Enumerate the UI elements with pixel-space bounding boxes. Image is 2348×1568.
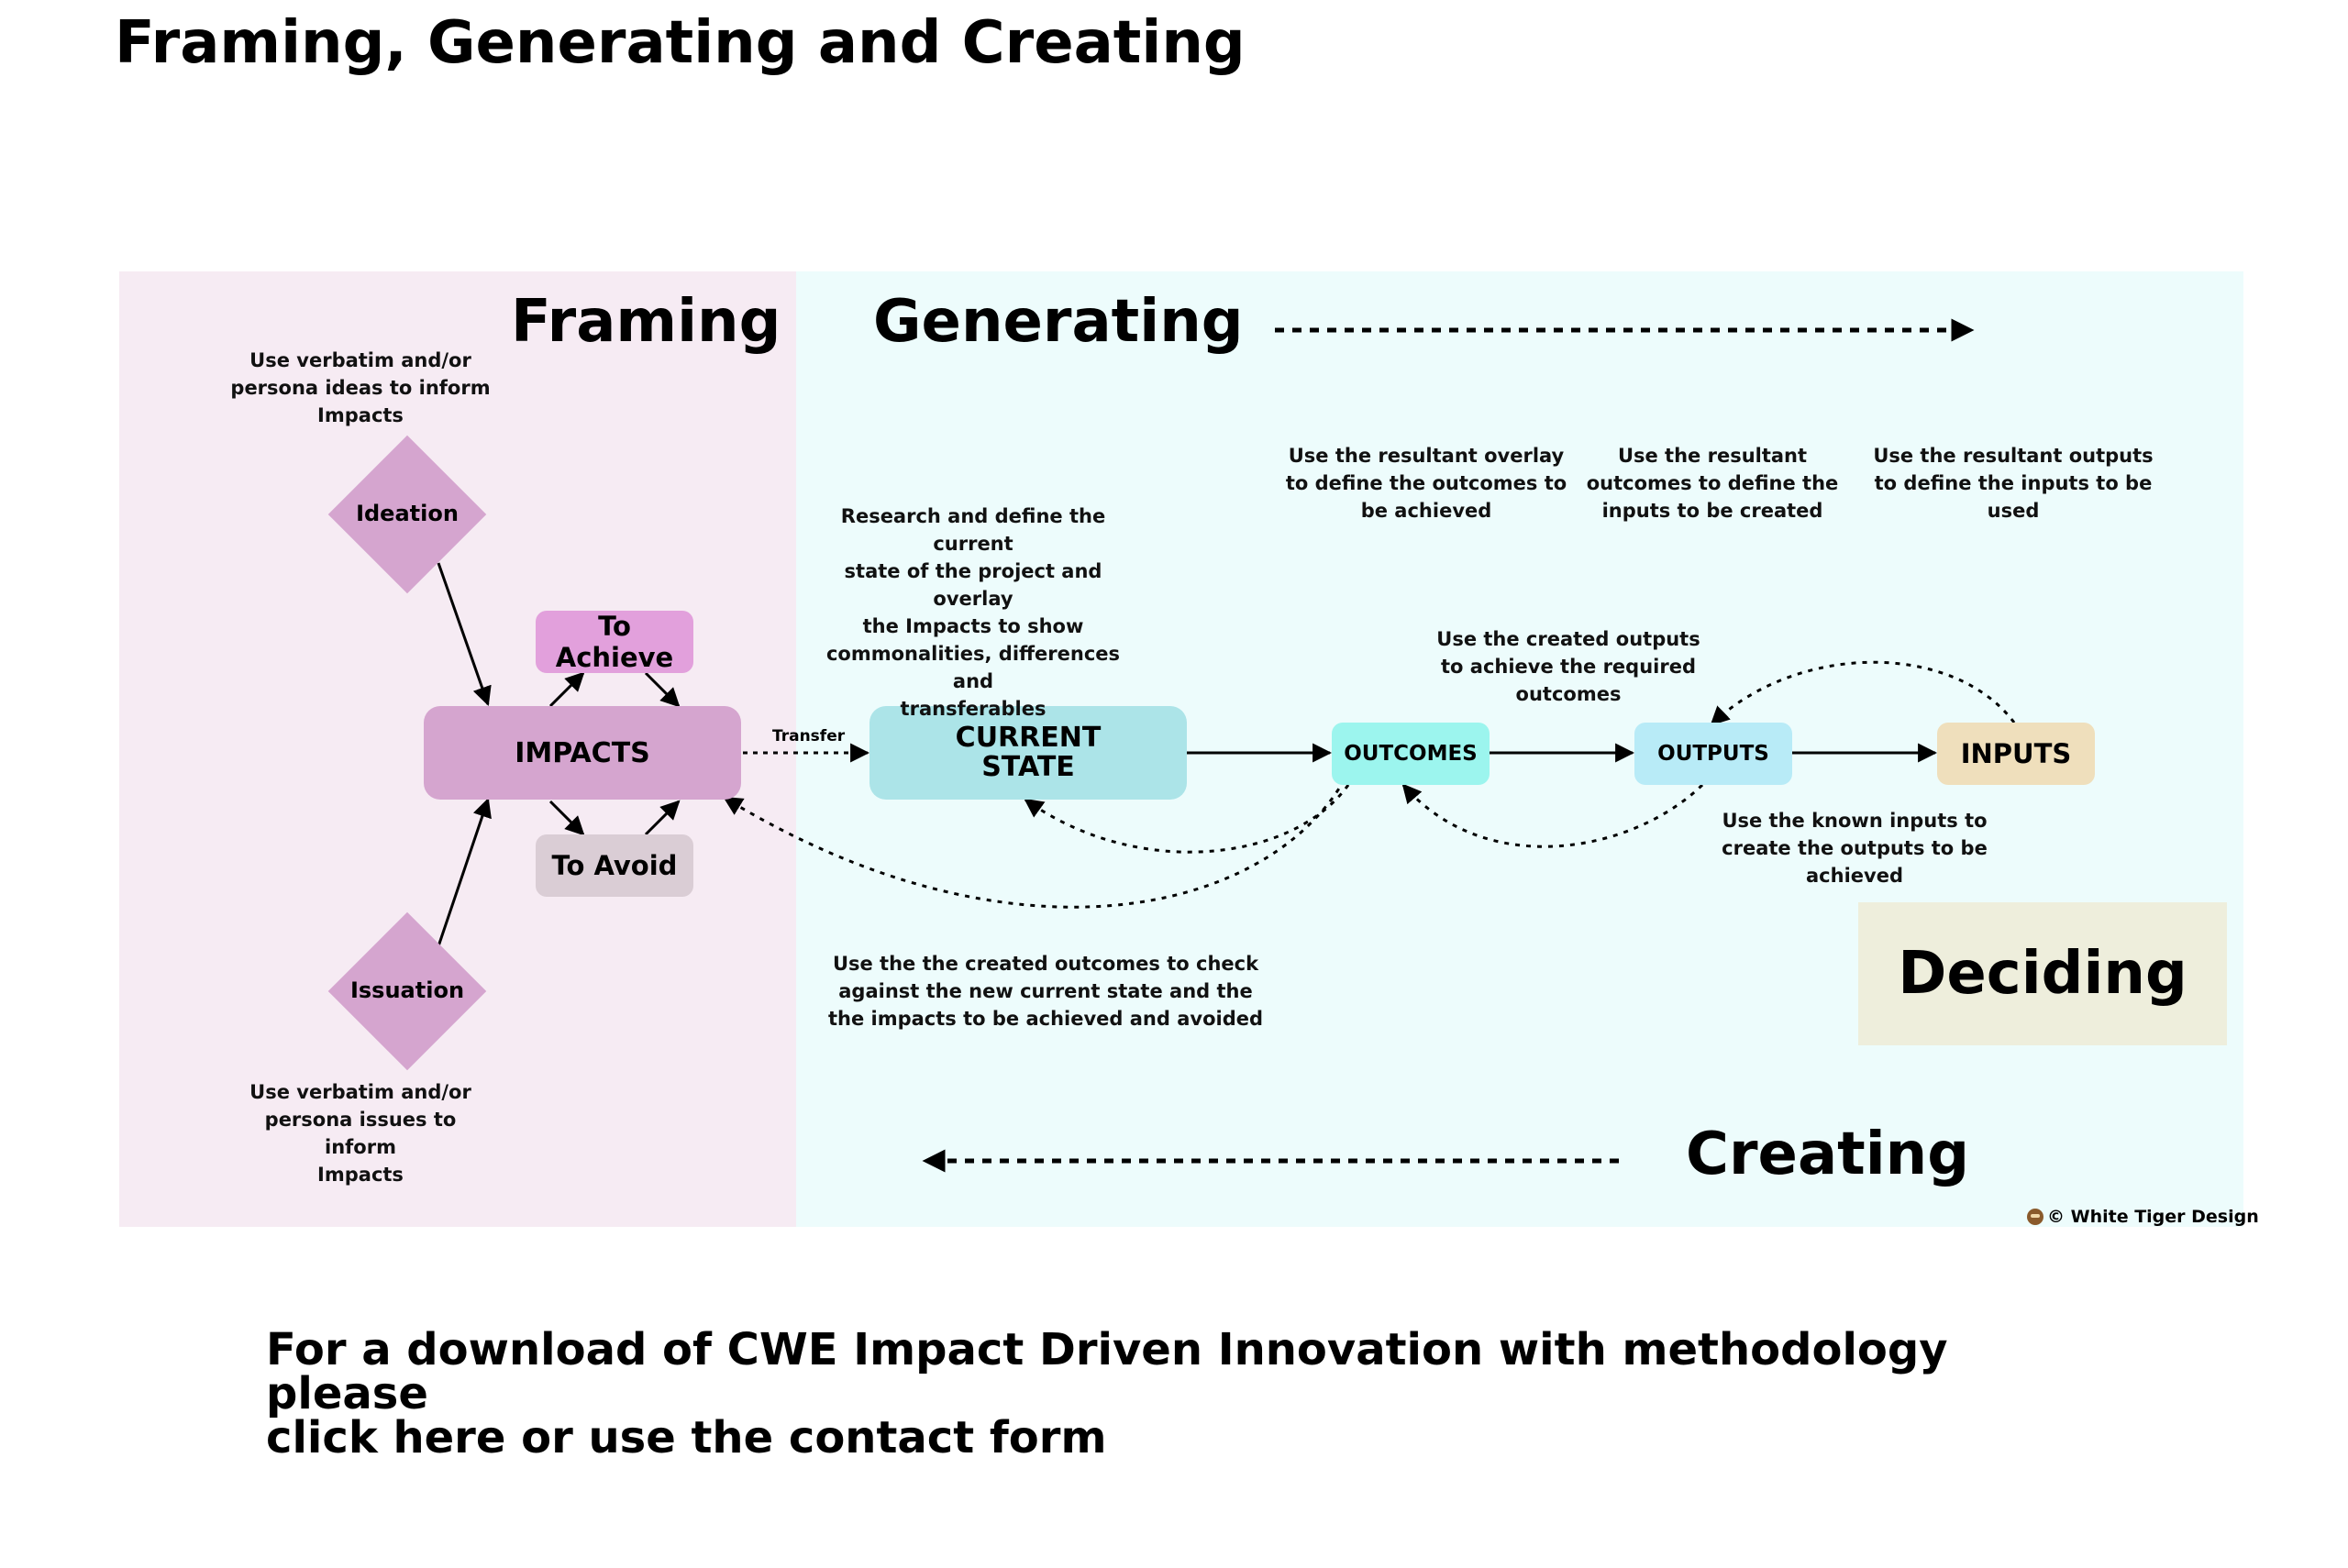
current-state-note-line: the Impacts to show (862, 615, 1084, 637)
ideation-note-line: Use verbatim and/or (249, 349, 471, 371)
issuation-note-line: persona issues to inform (264, 1109, 457, 1158)
footer-line: click here or use the contact form (266, 1412, 1107, 1463)
inputs-note-line: to define the inputs to be (1874, 472, 2153, 494)
deciding-title: Deciding (1858, 902, 2227, 1045)
to-avoid-box: To Avoid (536, 834, 693, 897)
outputs-note: Use the resultant outcomes to define the… (1570, 442, 1855, 525)
current-state-note-line: state of the project and overlay (844, 560, 1102, 610)
current-state-note-line: Research and define the current (840, 505, 1106, 555)
outputs-box: OUTPUTS (1634, 723, 1792, 785)
created-outputs-note-line: to achieve the required (1441, 656, 1696, 678)
impacts-box: IMPACTS (424, 706, 741, 800)
to-achieve-label: To Achieve (555, 611, 674, 673)
generating-title: Generating (873, 288, 1244, 356)
page-title: Framing, Generating and Creating (115, 9, 1246, 77)
creating-title: Creating (1686, 1121, 1970, 1188)
current-state-label-line1: CURRENT (955, 722, 1102, 754)
outputs-note-line: inputs to be created (1601, 500, 1823, 522)
created-outputs-note-line: Use the created outputs (1436, 628, 1700, 650)
known-inputs-note: Use the known inputs to create the outpu… (1717, 807, 1992, 889)
current-state-label-line2: STATE (981, 751, 1075, 783)
inputs-note-line: Use the resultant outputs (1873, 445, 2154, 467)
current-state-note-line: commonalities, differences and (825, 643, 1121, 692)
outcomes-note-line: be achieved (1360, 500, 1492, 522)
inputs-note-line: used (1987, 500, 2040, 522)
check-outcomes-note: Use the the created outcomes to check ag… (825, 950, 1266, 1032)
to-avoid-label: To Avoid (551, 850, 678, 881)
outcomes-note-line: Use the resultant overlay (1288, 445, 1565, 467)
framing-title: Framing (511, 288, 781, 356)
current-state-note-line: transferables (900, 698, 1047, 720)
check-outcomes-note-line: Use the the created outcomes to check (832, 953, 1259, 975)
issuation-note-line: Impacts (317, 1164, 404, 1186)
outputs-label: OUTPUTS (1657, 742, 1769, 766)
ideation-note-line: Impacts (317, 404, 404, 426)
issuation-note-line: Use verbatim and/or (249, 1081, 471, 1103)
tiger-logo-icon (2027, 1209, 2043, 1225)
outcomes-note: Use the resultant overlay to define the … (1284, 442, 1568, 525)
issuation-label: Issuation (349, 977, 465, 1003)
created-outputs-note-line: outcomes (1515, 683, 1622, 705)
inputs-box: INPUTS (1937, 723, 2095, 785)
impacts-label: IMPACTS (515, 736, 650, 769)
inputs-label: INPUTS (1960, 738, 2072, 769)
footer-line: For a download of CWE Impact Driven Inno… (266, 1324, 1948, 1419)
issuation-note: Use verbatim and/or persona issues to in… (227, 1078, 493, 1188)
outputs-note-line: outcomes to define the (1586, 472, 1839, 494)
known-inputs-note-line: achieved (1806, 865, 1903, 887)
transfer-label: Transfer (772, 727, 846, 745)
created-outputs-note: Use the created outputs to achieve the r… (1431, 625, 1706, 708)
known-inputs-note-line: Use the known inputs to (1722, 810, 1988, 832)
to-achieve-box: To Achieve (536, 611, 693, 673)
inputs-note: Use the resultant outputs to define the … (1871, 442, 2155, 525)
known-inputs-note-line: create the outputs to be (1722, 837, 1988, 859)
current-state-note: Research and define the current state of… (803, 502, 1143, 723)
copyright: © White Tiger Design (2027, 1207, 2259, 1227)
outcomes-box: OUTCOMES (1332, 723, 1490, 785)
outputs-note-line: Use the resultant (1617, 445, 1808, 467)
outcomes-note-line: to define the outcomes to (1285, 472, 1567, 494)
check-outcomes-note-line: against the new current state and the (838, 980, 1253, 1002)
check-outcomes-note-line: the impacts to be achieved and avoided (827, 1008, 1264, 1030)
ideation-note-line: persona ideas to inform (230, 377, 491, 399)
download-footer[interactable]: For a download of CWE Impact Driven Inno… (266, 1328, 2100, 1460)
outcomes-label: OUTCOMES (1344, 742, 1478, 766)
copyright-text: © White Tiger Design (2047, 1207, 2259, 1227)
current-state-box: CURRENT STATE (869, 706, 1187, 800)
ideation-note: Use verbatim and/or persona ideas to inf… (227, 347, 493, 429)
ideation-label: Ideation (356, 501, 459, 526)
